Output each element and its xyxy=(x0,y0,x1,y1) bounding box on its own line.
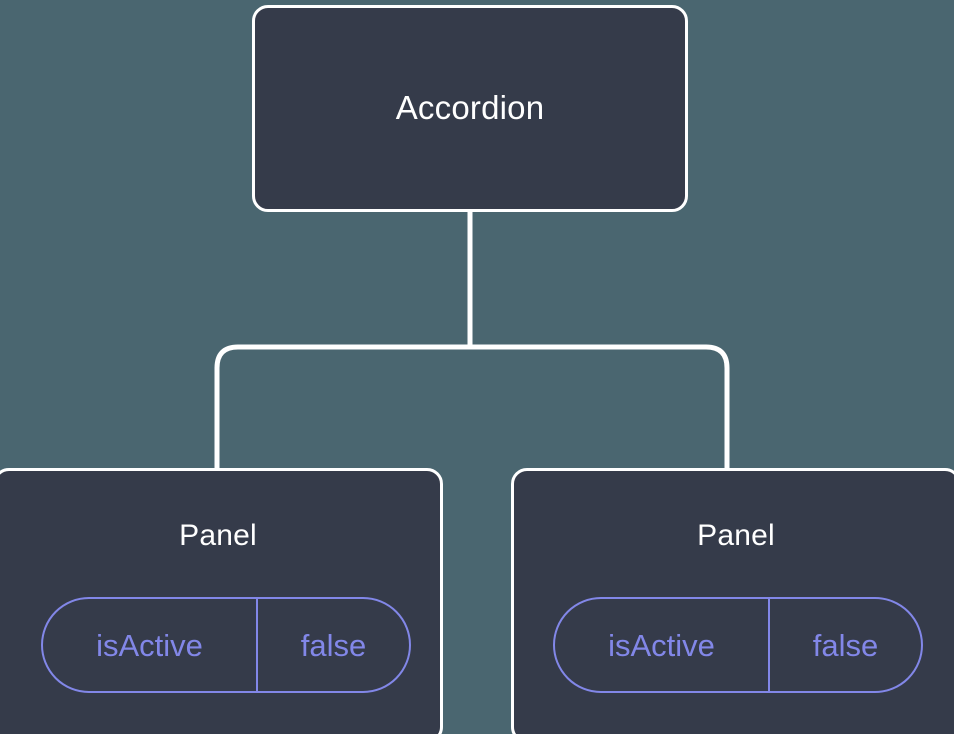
state-badge-panel-1[interactable]: isActive false xyxy=(41,597,411,693)
state-key-panel-1: isActive xyxy=(43,599,258,691)
connector-branch-right xyxy=(470,344,730,470)
node-panel-1-label: Panel xyxy=(179,519,257,552)
node-accordion-label: Accordion xyxy=(395,89,545,127)
connector-branch-left xyxy=(214,344,470,470)
node-accordion[interactable]: Accordion xyxy=(252,5,688,212)
state-value-panel-1: false xyxy=(300,627,367,663)
state-value-panel-2: false xyxy=(812,627,879,663)
node-panel-1[interactable]: Panel isActive false xyxy=(0,468,443,734)
state-key-panel-2: isActive xyxy=(555,599,770,691)
state-badge-panel-2[interactable]: isActive false xyxy=(553,597,923,693)
node-panel-2[interactable]: Panel isActive false xyxy=(511,468,954,734)
node-panel-2-label: Panel xyxy=(697,519,775,552)
